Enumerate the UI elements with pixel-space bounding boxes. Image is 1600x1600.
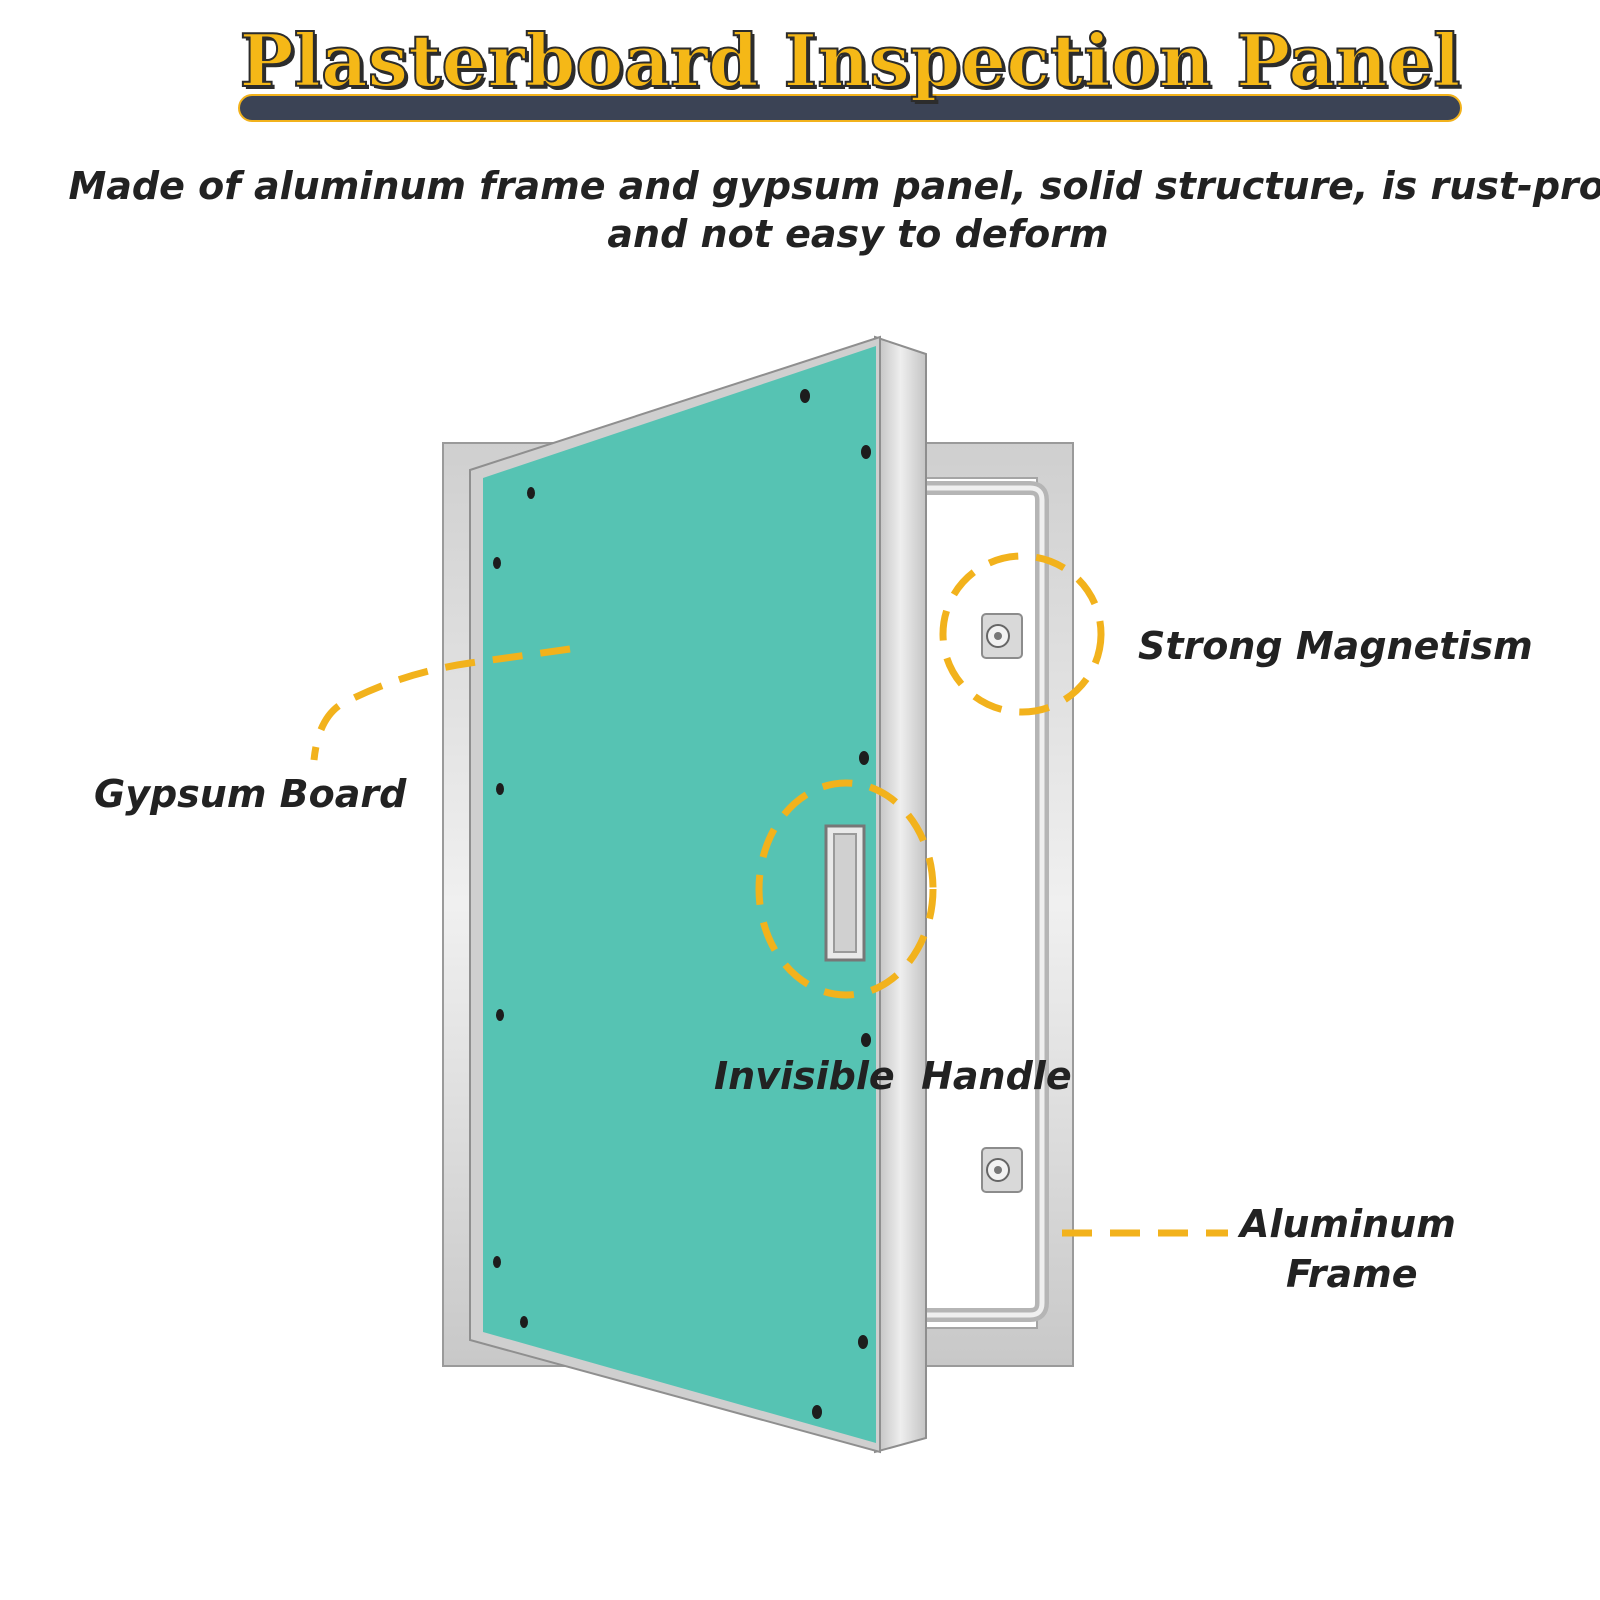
subtitle: Made of aluminum frame and gypsum panel,… — [0, 162, 1600, 258]
screw-holes — [493, 389, 871, 1419]
gypsum-board-face — [483, 346, 876, 1443]
magnet-callout-circle — [939, 552, 1105, 716]
page-title: Plasterboard Inspection Panel — [238, 17, 1461, 104]
subtitle-line-2: and not easy to deform — [607, 212, 1109, 256]
magnet-catch-icon — [981, 1147, 1023, 1193]
gypsum-door — [469, 335, 927, 1454]
recessed-handle-icon — [824, 824, 866, 962]
strong-magnetism-label: Strong Magnetism — [1138, 624, 1533, 668]
invisible-handle-label: Invisible Handle — [714, 1054, 1072, 1098]
gypsum-board-label: Gypsum Board — [94, 772, 407, 816]
magnet-catch-icon — [981, 613, 1023, 659]
title-banner — [238, 94, 1462, 122]
aluminum-frame-label-line-1: Aluminum — [1240, 1202, 1456, 1246]
aluminum-frame-label-line-2: Frame — [1286, 1252, 1418, 1296]
handle-callout-circle — [755, 779, 937, 999]
subtitle-line-1: Made of aluminum frame and gypsum panel,… — [68, 164, 1600, 208]
